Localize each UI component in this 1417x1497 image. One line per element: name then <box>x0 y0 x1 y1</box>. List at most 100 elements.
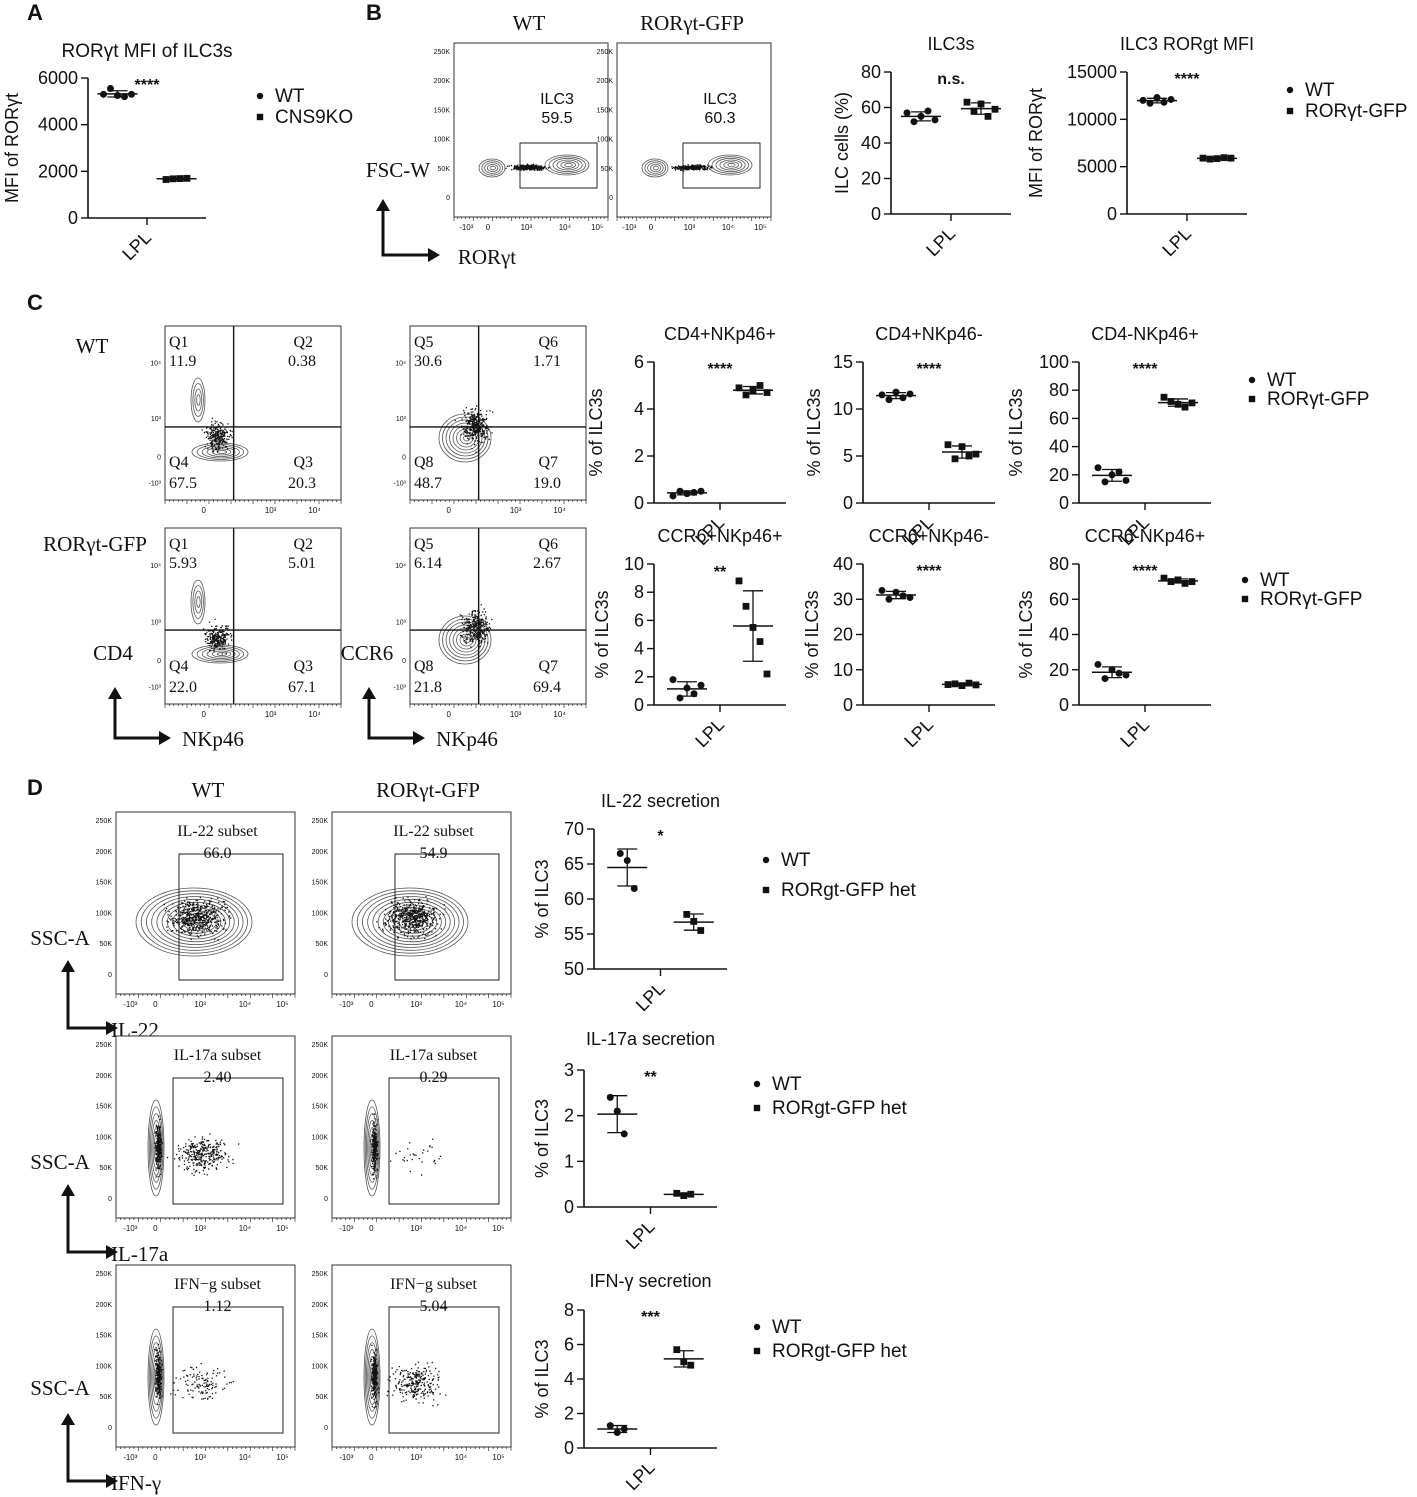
flow-d-ytick-label: 0 <box>324 972 328 979</box>
flow-b-xtick-label: 10⁴ <box>722 223 735 232</box>
legend-d1-label: WT <box>781 850 811 871</box>
plot-c5-title: CCR6+NKp46- <box>869 526 990 546</box>
plot-c4-ytick-label: 2 <box>634 667 644 687</box>
flow-c-ccr6-wt-q-value: 30.6 <box>414 353 442 370</box>
legend-b-label: RORγt-GFP <box>1305 101 1407 122</box>
flow-d-contour <box>151 896 240 948</box>
plot-c1-ylabel: % of ILC3s <box>586 388 606 476</box>
flow-d-gate-label: IL-22 subset <box>393 823 474 840</box>
flow-d-events <box>166 1133 240 1176</box>
flow-d-contour <box>148 1106 164 1190</box>
plot-d2-title: IL-17a secretion <box>586 1029 715 1049</box>
flow-b-xtick-label: 0 <box>649 223 654 232</box>
flow-b-contour-pos <box>552 157 583 173</box>
plot-c2-point <box>972 450 980 458</box>
plot-d3-ytick-label: 0 <box>564 1438 574 1458</box>
legend-a-label: CNS9KO <box>275 107 353 128</box>
flow-d-arrowheads <box>61 1413 118 1488</box>
flow-d-gate <box>394 853 500 981</box>
flow-b-ytick-label: 150K <box>597 107 614 114</box>
flow-c-cd4-wt-ytick-label: 10⁴ <box>150 361 161 368</box>
flow-b-gate-value: 60.3 <box>704 110 735 127</box>
plot-c2-point <box>944 441 952 449</box>
flow-d-ytick-label: 100K <box>96 1363 113 1370</box>
legend-c1-label: WT <box>1267 370 1297 391</box>
flow-c-cd4-wt-contour <box>201 445 240 459</box>
plot-c4-point <box>735 577 743 585</box>
flow-d-xtick-label: 10³ <box>194 1453 206 1462</box>
flow-d-ytick-label: 250K <box>312 818 329 825</box>
plot-a-point <box>183 174 191 182</box>
plot-c6-point <box>1108 666 1116 674</box>
flow-c-ccr6-arrowheads <box>362 687 425 745</box>
panel-letter-c: C <box>27 290 43 315</box>
plot-d1-title: IL-22 secretion <box>601 791 720 811</box>
plot-a-ytick-label: 2000 <box>38 161 78 181</box>
plot-a-ylabel: MFI of RORγt <box>2 93 22 203</box>
flow-d-ytick-label: 50K <box>316 1394 329 1401</box>
plot-c3-title: CD4-NKp46+ <box>1091 324 1199 344</box>
flow-d-events <box>154 1115 164 1178</box>
plot-c6-point <box>1167 578 1175 586</box>
flow-d-gate <box>388 1306 500 1434</box>
flow-c-ccr6-gfp-frame <box>409 527 587 705</box>
plot-c6-point <box>1094 660 1102 668</box>
plot-c3-point <box>1108 471 1116 479</box>
flow-c-ccr6-wt-ytick-label: 0 <box>402 455 406 462</box>
plot-c6-point <box>1101 675 1109 683</box>
legend-a-marker-circle <box>256 92 264 100</box>
plot-a-point <box>176 175 184 182</box>
flow-d-gate-value: 66.0 <box>204 845 232 862</box>
flow-d-events <box>370 1344 380 1409</box>
flow-c-cd4-gfp <box>164 527 342 705</box>
flow-d-events <box>170 1363 234 1400</box>
flow-d-plot <box>115 811 296 995</box>
flow-d-xtick-label: 10⁵ <box>276 1224 288 1233</box>
flow-c-cd4-gfp-xtick-label: 10³ <box>265 710 277 719</box>
flow-b-gate-label: ILC3 <box>703 91 737 108</box>
flow-b-contour-pos <box>548 156 587 174</box>
flow-c-ccr6-axis-x-label: NKp46 <box>436 727 498 751</box>
plot-c4-ytick-label: 6 <box>634 610 644 630</box>
plot-b2-significance: **** <box>1175 71 1201 88</box>
flow-d-gate-label: IL-17a subset <box>174 1047 262 1064</box>
flow-c-cd4-wt-contour <box>206 447 236 457</box>
flow-c-ccr6-wt-contour <box>463 434 471 442</box>
plot-c6-point <box>1115 669 1123 677</box>
plot-c5-point <box>892 588 900 596</box>
plot-c2-point <box>951 455 959 463</box>
flow-b-ytick-label: 100K <box>597 137 614 144</box>
plot-a-point <box>121 93 128 101</box>
flow-b-xtick-label: -10³ <box>622 223 637 232</box>
flow-d-xtick-label: 0 <box>369 1000 374 1009</box>
flow-d-xtick-label: 0 <box>153 1000 158 1009</box>
flow-d-xtick-label: 0 <box>369 1453 374 1462</box>
flow-d-contour <box>377 901 447 943</box>
flow-b-contour-pos <box>560 161 576 169</box>
flow-c-cd4-gfp-ytick-label: 0 <box>157 658 161 665</box>
plot-b1-point <box>917 112 925 120</box>
flow-c-cd4-gfp-ytick-label: 10⁴ <box>150 563 161 570</box>
plot-b2-point <box>1199 154 1207 162</box>
plot-d1-point <box>616 850 624 857</box>
flow-c-cd4-gfp-q-name: Q1 <box>169 536 189 553</box>
plot-c6-point <box>1188 578 1196 586</box>
flow-b-ytick-label: 250K <box>597 49 614 56</box>
legend-d2-label: WT <box>772 1074 802 1095</box>
plot-d2-point <box>613 1107 621 1115</box>
flow-d-events <box>163 896 232 941</box>
flow-d-ytick-label: 100K <box>312 1363 329 1370</box>
plot-d2-point <box>606 1093 614 1101</box>
plot-c5-point <box>958 682 966 690</box>
plot-c3-ytick-label: 0 <box>1059 493 1069 513</box>
panel-letter-b: B <box>366 0 382 25</box>
plot-b1-ytick-label: 0 <box>871 204 881 224</box>
flow-d-gate-value: 54.9 <box>420 845 448 862</box>
flow-d-ytick-label: 100K <box>312 910 329 917</box>
flow-c-ccr6-wt-contour <box>442 416 489 460</box>
plot-b1-point <box>977 100 985 108</box>
flow-c-cd4-gfp-contour <box>201 647 240 661</box>
flow-b-gate <box>519 142 598 189</box>
flow-c-ccr6-gfp-ytick-label: 10⁴ <box>395 563 406 570</box>
flow-d-plot <box>331 811 512 995</box>
